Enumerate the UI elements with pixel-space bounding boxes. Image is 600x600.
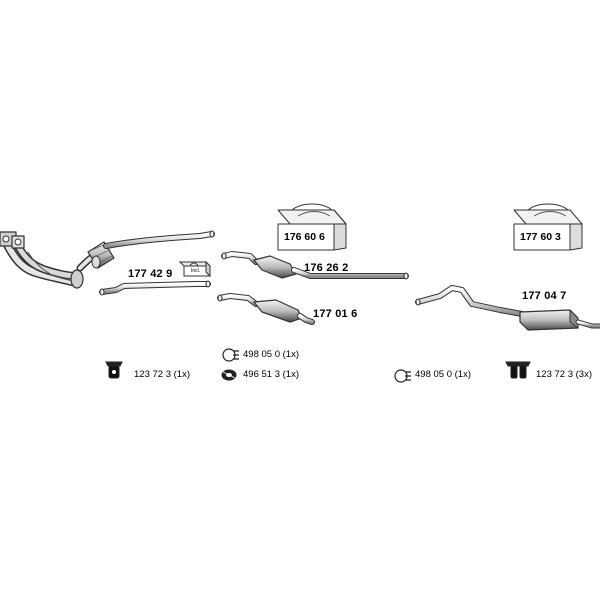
accessory-hanger-right: 123 72 3 (3x) [536,369,592,380]
middle-silencer-176262 [221,251,409,280]
accessory-ring-mid: 496 51 3 (1x) [243,369,299,380]
accessory-hanger-left: 123 72 3 (1x) [134,369,190,380]
catalytic-converter [76,230,215,272]
kit-number-right: 177 60 3 [520,231,561,243]
hanger-icon [105,361,123,379]
rear-silencer-177047 [415,285,600,331]
middle-silencer-177016 [217,293,315,325]
manifold-downpipe [0,231,84,289]
part-number-front-pipe: 177 42 9 [128,268,173,280]
accessory-clamp-mid: 498 05 0 (1x) [243,349,299,360]
part-number-middle-silencer-a: 176 26 2 [304,262,349,274]
front-pipe-177429 [99,280,211,296]
gasket-ring-icon [221,369,237,381]
kit-number-left: 176 60 6 [284,231,325,243]
clamp-icon [394,369,411,383]
accessory-clamp-right: 498 05 0 (1x) [415,369,471,380]
incl-tag: Incl. [191,268,201,274]
part-number-middle-silencer-b: 177 01 6 [313,308,358,320]
incl-clamp-box [178,260,212,278]
hanger-icon [505,361,531,379]
kit-box-177603 [513,203,583,251]
clamp-icon [222,348,239,362]
kit-box-176606 [277,203,347,251]
part-number-rear-silencer: 177 04 7 [522,290,567,302]
